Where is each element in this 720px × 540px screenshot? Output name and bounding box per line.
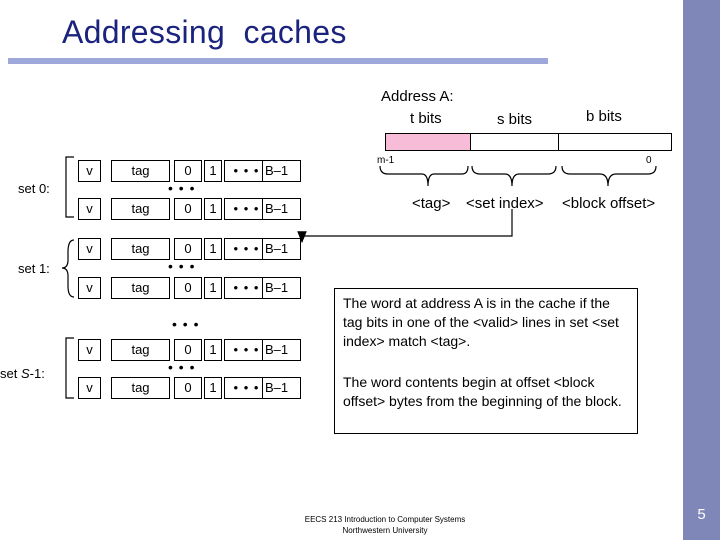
last-byte-cell: B–1 xyxy=(262,160,301,182)
set-s-1-bracket xyxy=(65,337,74,399)
address-set-index-segment xyxy=(470,134,559,150)
valid-bit-cell: v xyxy=(78,377,101,399)
set-index-field-label: <set index> xyxy=(466,195,544,212)
byte-1-cell: 1 xyxy=(204,238,222,260)
tag-cell: tag xyxy=(111,339,170,361)
line-ellipsis: • • • xyxy=(168,180,196,196)
set-index-connector xyxy=(297,209,513,244)
address-bit-field xyxy=(385,133,672,151)
valid-bit-cell: v xyxy=(78,160,101,182)
byte-ellipsis-cell: • • • xyxy=(224,160,269,182)
byte-ellipsis-cell: • • • xyxy=(224,377,269,399)
tag-cell: tag xyxy=(111,238,170,260)
line-ellipsis: • • • xyxy=(168,359,196,375)
offset-rule-text: The word contents begin at offset <block… xyxy=(343,374,622,409)
slide-number: 5 xyxy=(697,506,706,523)
byte-1-cell: 1 xyxy=(204,198,222,220)
valid-bit-cell: v xyxy=(78,277,101,299)
byte-1-cell: 1 xyxy=(204,377,222,399)
byte-ellipsis-cell: • • • xyxy=(224,339,269,361)
hit-rule-text: The word at address A is in the cache if… xyxy=(343,295,619,349)
set-index-brace xyxy=(471,165,557,187)
s-bits-label: s bits xyxy=(497,111,533,128)
last-byte-cell: B–1 xyxy=(262,339,301,361)
byte-1-cell: 1 xyxy=(204,160,222,182)
byte-0-cell: 0 xyxy=(174,277,202,299)
byte-0-cell: 0 xyxy=(174,160,202,182)
block-offset-field-label: <block offset> xyxy=(562,195,656,212)
byte-0-cell: 0 xyxy=(174,377,202,399)
last-byte-cell: B–1 xyxy=(262,277,301,299)
tag-brace xyxy=(379,165,469,187)
byte-ellipsis-cell: • • • xyxy=(224,198,269,220)
tag-cell: tag xyxy=(111,198,170,220)
byte-1-cell: 1 xyxy=(204,339,222,361)
tag-cell: tag xyxy=(111,160,170,182)
byte-0-cell: 0 xyxy=(174,238,202,260)
set-ellipsis: • • • xyxy=(172,316,200,332)
t-bits-label: t bits xyxy=(410,110,442,127)
set-1-brace xyxy=(61,239,75,298)
msb-label: m-1 xyxy=(377,155,395,166)
valid-bit-cell: v xyxy=(78,339,101,361)
lsb-label: 0 xyxy=(646,155,652,166)
valid-bit-cell: v xyxy=(78,198,101,220)
tag-cell: tag xyxy=(111,277,170,299)
set-s-1-label: set S-1: xyxy=(0,366,45,381)
line-ellipsis: • • • xyxy=(168,258,196,274)
last-byte-cell: B–1 xyxy=(262,198,301,220)
slide-title: Addressing caches xyxy=(62,14,347,50)
tag-field-label: <tag> xyxy=(412,195,451,212)
set-0-label: set 0: xyxy=(18,181,50,196)
byte-1-cell: 1 xyxy=(204,277,222,299)
set-1-label: set 1: xyxy=(18,261,50,276)
address-title: Address A: xyxy=(381,88,454,105)
last-byte-cell: B–1 xyxy=(262,377,301,399)
address-tag-segment xyxy=(386,134,471,150)
valid-bit-cell: v xyxy=(78,238,101,260)
side-accent-bar xyxy=(683,0,720,540)
explanation-box: The word at address A is in the cache if… xyxy=(334,288,638,434)
footer-university: Northwestern University xyxy=(342,526,428,535)
byte-0-cell: 0 xyxy=(174,198,202,220)
set-0-bracket xyxy=(65,156,74,218)
last-byte-cell: B–1 xyxy=(262,238,301,260)
byte-0-cell: 0 xyxy=(174,339,202,361)
footer-course: EECS 213 Introduction to Computer System… xyxy=(304,515,466,524)
byte-ellipsis-cell: • • • xyxy=(224,238,269,260)
b-bits-label: b bits xyxy=(586,108,622,125)
tag-cell: tag xyxy=(111,377,170,399)
block-offset-brace xyxy=(561,165,657,187)
title-underline xyxy=(8,58,548,64)
